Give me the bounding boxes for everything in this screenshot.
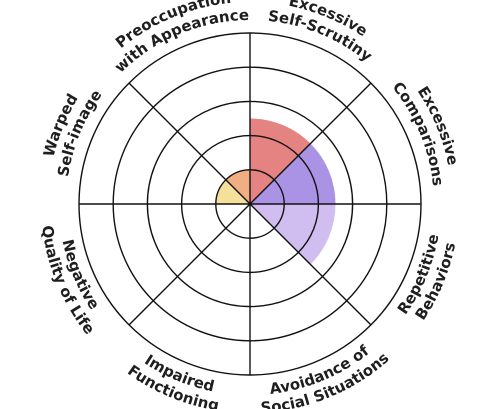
grid-spoke-7 <box>128 82 251 205</box>
data-wedges <box>215 118 336 265</box>
wedge-7 <box>225 169 250 204</box>
grid-spoke-5 <box>128 203 251 326</box>
wedge-1 <box>250 143 336 204</box>
wedge-6 <box>215 179 250 204</box>
wedge-2 <box>250 204 336 265</box>
grid-spoke-1 <box>249 82 372 205</box>
polar-grid <box>78 32 422 376</box>
grid-spoke-3 <box>249 203 372 326</box>
wedge-0 <box>250 118 311 204</box>
